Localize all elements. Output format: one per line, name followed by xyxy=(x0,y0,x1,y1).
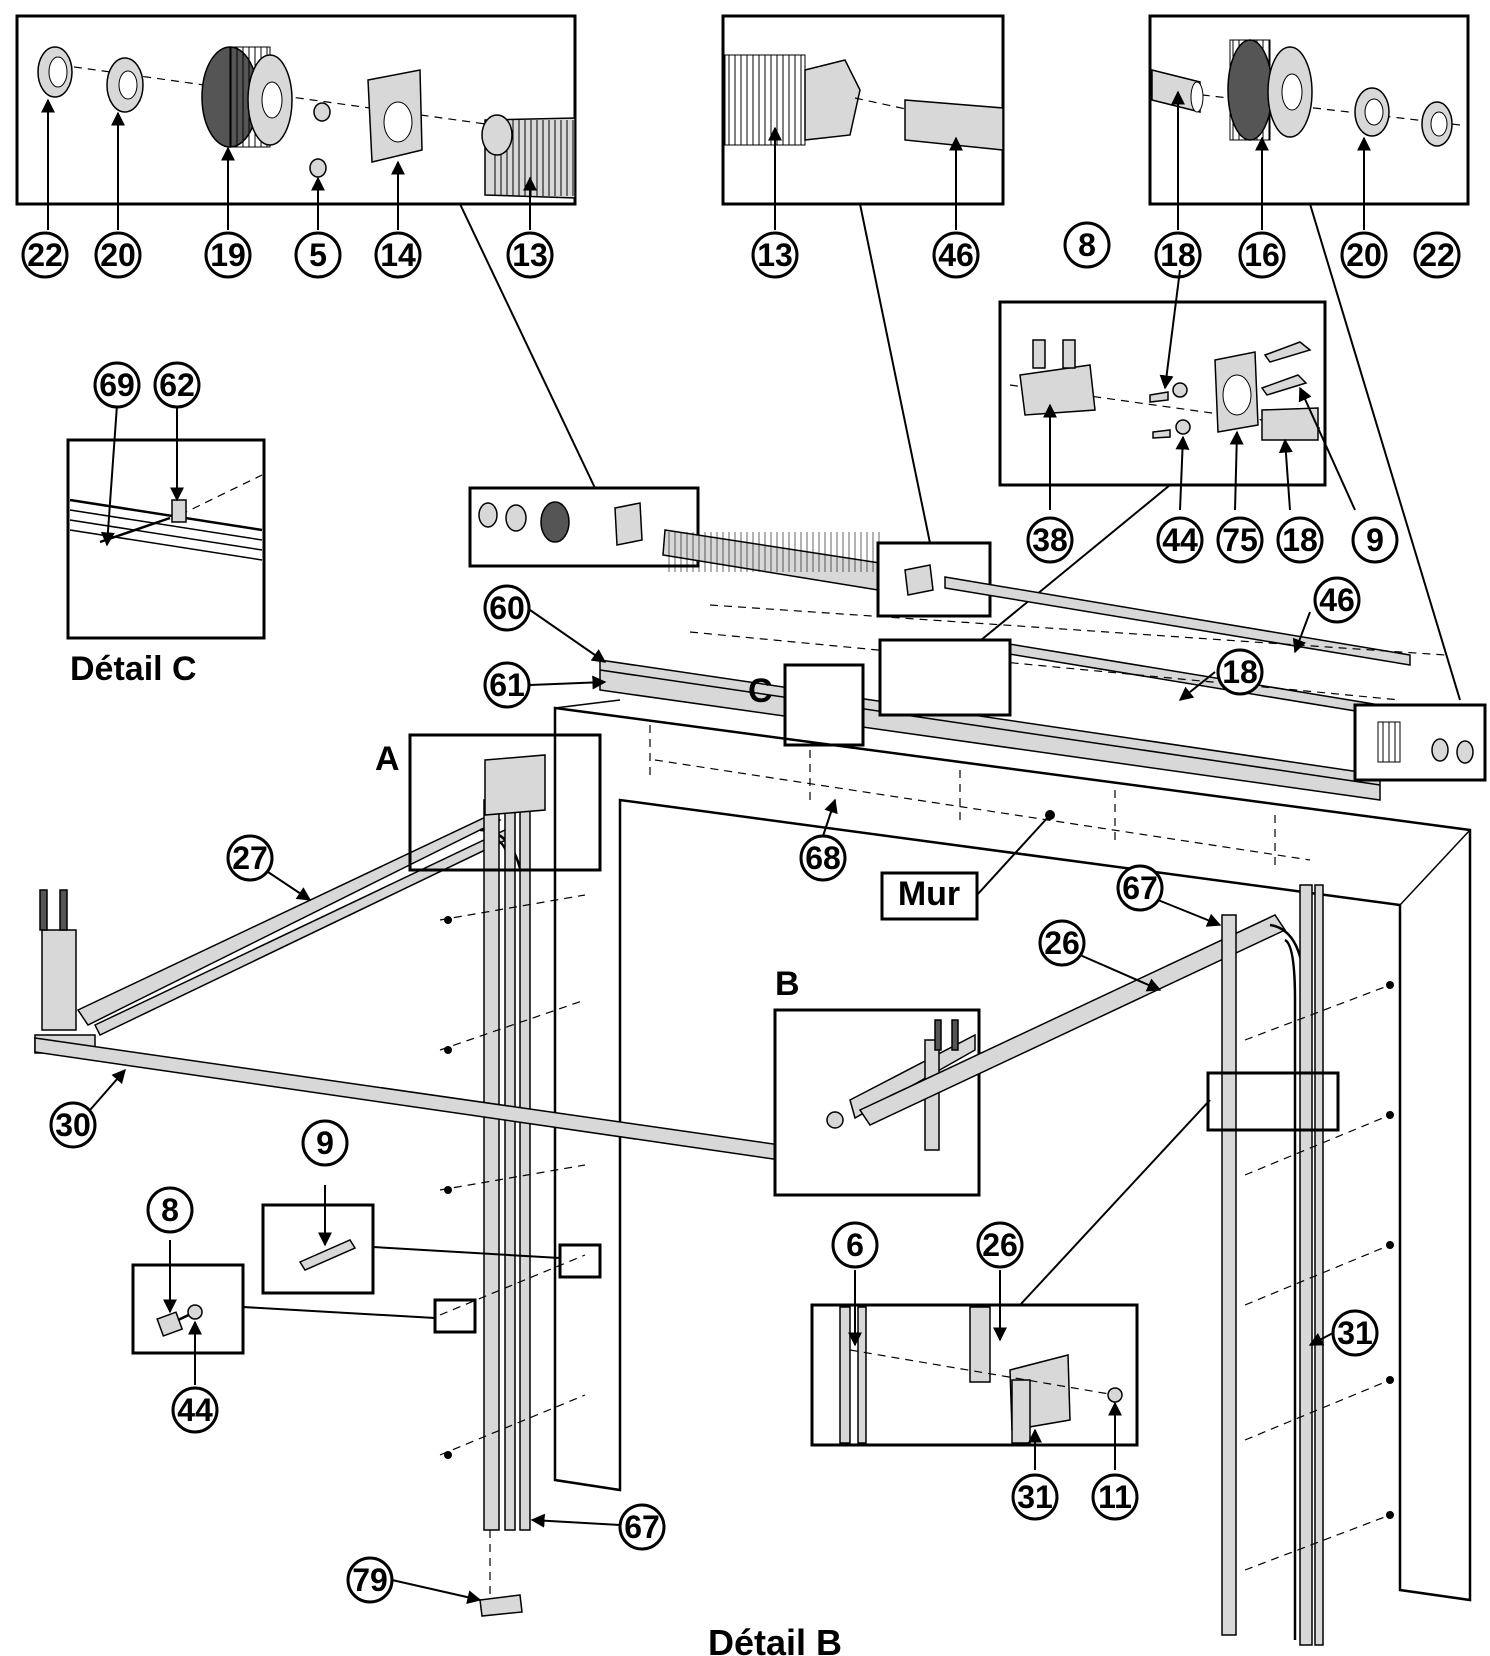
left-horizontal-track xyxy=(76,814,527,1530)
callout-13b: 13 xyxy=(757,237,793,273)
callout-8: 8 xyxy=(1078,227,1096,263)
callout-75: 75 xyxy=(1222,522,1258,558)
bolt-8-washer-44-inset xyxy=(131,1240,477,1385)
callout-46b: 46 xyxy=(1319,582,1355,618)
callout-6: 6 xyxy=(846,1227,864,1263)
callout-60: 60 xyxy=(489,590,525,626)
wall-label-box xyxy=(880,871,979,921)
callout-13: 13 xyxy=(512,237,548,273)
callout-8b: 8 xyxy=(161,1192,179,1228)
cross-brace-30 xyxy=(34,1037,816,1166)
bottom-bracket-79 xyxy=(479,1594,523,1617)
detail-c-caption: Détail C xyxy=(70,650,197,688)
callout-22b: 22 xyxy=(1419,237,1455,273)
left-rear-hanger xyxy=(34,889,96,1054)
callout-79: 79 xyxy=(352,1562,388,1598)
callout-9b: 9 xyxy=(316,1125,334,1161)
callout-18: 18 xyxy=(1160,237,1196,273)
callout-9: 9 xyxy=(1366,522,1384,558)
callout-31b: 31 xyxy=(1017,1479,1053,1515)
callout-68: 68 xyxy=(805,840,841,876)
callout-61: 61 xyxy=(489,667,525,703)
callout-row-top: 22 20 19 5 14 13 13 46 18 16 20 22 xyxy=(21,231,1461,279)
callout-11: 11 xyxy=(1098,1479,1132,1515)
callout-18b: 18 xyxy=(1222,654,1258,690)
callout-69: 69 xyxy=(99,367,135,403)
wall-frame xyxy=(553,699,1472,1602)
label-c: C xyxy=(748,672,773,710)
callout-44: 44 xyxy=(1162,522,1198,558)
right-vertical-track xyxy=(1221,884,1324,1646)
callout-44b: 44 xyxy=(177,1392,213,1428)
cable-drum-19 xyxy=(201,46,293,148)
callout-62: 62 xyxy=(159,367,195,403)
label-a: A xyxy=(375,740,400,778)
wall-label: Mur xyxy=(898,875,960,913)
left-wall-screws xyxy=(439,894,586,1459)
callouts-main: 60 61 46 18 27 68 67 26 30 9 8 44 67 79 … xyxy=(49,576,1379,1604)
right-drum-mini xyxy=(1353,703,1487,782)
detail-b-caption: Détail B xyxy=(708,1622,842,1656)
label-b: B xyxy=(775,965,800,1003)
callout-5: 5 xyxy=(309,237,327,273)
right-wall-screws xyxy=(1244,981,1394,1571)
detail-box-left-bearing xyxy=(15,14,577,230)
callout-67-right: 67 xyxy=(1122,870,1158,906)
callouts-center-bearing: 8 38 44 75 18 9 xyxy=(1026,221,1399,564)
callout-22: 22 xyxy=(27,237,63,273)
wall-dashed-outlines xyxy=(649,720,1311,865)
callout-20: 20 xyxy=(100,237,136,273)
callout-38: 38 xyxy=(1032,522,1068,558)
torsion-spring-13-small xyxy=(481,114,576,199)
callout-18c: 18 xyxy=(1282,522,1318,558)
detail-b-inset xyxy=(810,1270,1139,1470)
detail-box-right-bearing xyxy=(1148,14,1470,230)
detail-a-box: A xyxy=(375,733,602,872)
callout-26: 26 xyxy=(1044,925,1080,961)
detail-c-inset: Détail C xyxy=(66,404,266,688)
callout-31: 31 xyxy=(1337,1315,1373,1351)
detail-box-center-bearing xyxy=(998,269,1356,511)
callout-46: 46 xyxy=(938,237,974,273)
callout-14: 14 xyxy=(380,237,416,273)
anchor-9-inset xyxy=(261,1185,602,1295)
main-leaders xyxy=(89,798,1334,1605)
callout-20b: 20 xyxy=(1346,237,1382,273)
detail-box-spring-shaft xyxy=(721,14,1005,230)
callout-26b: 26 xyxy=(982,1227,1018,1263)
callout-30: 30 xyxy=(55,1107,91,1143)
callouts-detail-c: 69 62 xyxy=(93,361,201,409)
callout-67-left: 67 xyxy=(624,1509,660,1545)
callout-19: 19 xyxy=(210,237,246,273)
header-rail: C xyxy=(529,609,1381,801)
callout-27: 27 xyxy=(232,840,268,876)
callout-16: 16 xyxy=(1244,237,1280,273)
